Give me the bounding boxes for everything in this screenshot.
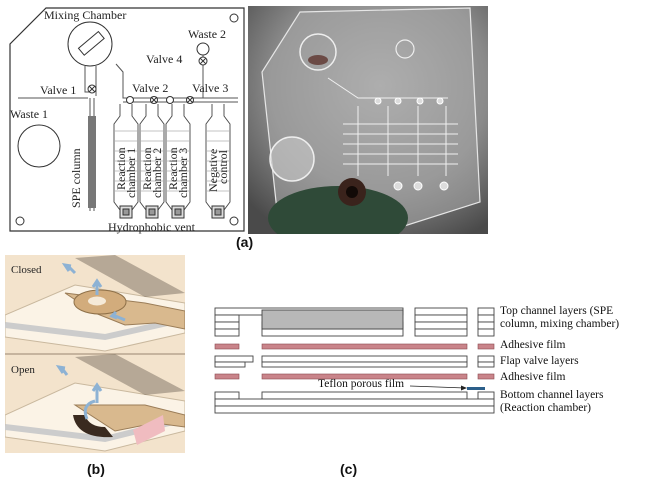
legend-bottom-layers-line1: Bottom channel layers: [500, 389, 604, 401]
label-reaction2-b: chamber 2: [150, 148, 164, 198]
label-panel-c: (c): [340, 461, 358, 477]
label-negative-b: control: [216, 149, 230, 184]
label-mixing-chamber: Mixing Chamber: [44, 8, 126, 22]
label-negative-a: Negative: [206, 149, 220, 192]
legend-teflon: Teflon porous film: [318, 378, 405, 390]
chip-schematic: Mixing Chamber Waste 2 Valve 4 Valve 1 V…: [9, 7, 245, 234]
label-reaction1-a: Reaction: [114, 147, 128, 190]
label-closed: Closed: [11, 264, 42, 276]
legend-top-layers: Top channel layers (SPE column, mixing c…: [500, 305, 619, 331]
legend-bottom-layers-line2: (Reaction chamber): [500, 402, 591, 414]
mixing-bar: [77, 30, 105, 56]
label-valve1: Valve 1: [40, 83, 76, 97]
legend-flap-valve: Flap valve layers: [500, 355, 579, 367]
teflon-arrow: [409, 385, 466, 389]
corner-hole: [229, 13, 239, 23]
layer-cross-section: [214, 307, 495, 414]
label-waste1: Waste 1: [10, 107, 48, 121]
label-valve4: Valve 4: [146, 52, 182, 66]
chip-photo: [248, 6, 488, 234]
hydrophobic-vents: [119, 205, 225, 219]
label-reaction1-b: chamber 1: [124, 148, 138, 198]
label-reaction3-a: Reaction: [166, 147, 180, 190]
valve-open: [5, 354, 185, 452]
spe-column: [88, 116, 96, 208]
gloved-hand: [268, 186, 408, 234]
flap-valve-layers: [214, 355, 495, 368]
label-reaction3-b: chamber 3: [176, 148, 190, 198]
legend-bottom-layers: Bottom channel layers (Reaction chamber): [500, 389, 603, 415]
corner-hole: [15, 216, 25, 226]
adhesive-film-1: [214, 343, 495, 350]
waste1-chamber: [17, 124, 61, 168]
legend-adhesive-1: Adhesive film: [500, 339, 566, 351]
label-panel-a: (a): [236, 234, 254, 250]
valve-closed: [5, 255, 185, 352]
label-reaction2-a: Reaction: [140, 147, 154, 190]
legend-adhesive-2: Adhesive film: [500, 371, 566, 383]
adhesive-film-2: [214, 373, 495, 380]
mixing-chamber: [67, 21, 113, 67]
label-valve3: Valve 3: [192, 81, 228, 95]
label-spe-column: SPE column: [69, 148, 83, 208]
label-hydrophobic-vent: Hydrophobic vent: [108, 220, 196, 234]
legend-top-layers-line1: Top channel layers (SPE: [500, 305, 614, 317]
label-waste2: Waste 2: [188, 27, 226, 41]
label-panel-b: (b): [87, 461, 105, 477]
bottom-channel-layers: [214, 391, 495, 414]
flap-valve-illustration: Closed Open: [5, 255, 185, 453]
chip-outline: [9, 7, 245, 232]
corner-hole: [229, 216, 239, 226]
teflon-film: [467, 387, 485, 390]
legend-top-layers-line2: column, mixing chamber): [500, 318, 620, 330]
valve-markers: [87, 56, 208, 104]
spe-column-layer: [261, 309, 404, 330]
label-valve2: Valve 2: [132, 81, 168, 95]
label-open: Open: [11, 364, 35, 376]
